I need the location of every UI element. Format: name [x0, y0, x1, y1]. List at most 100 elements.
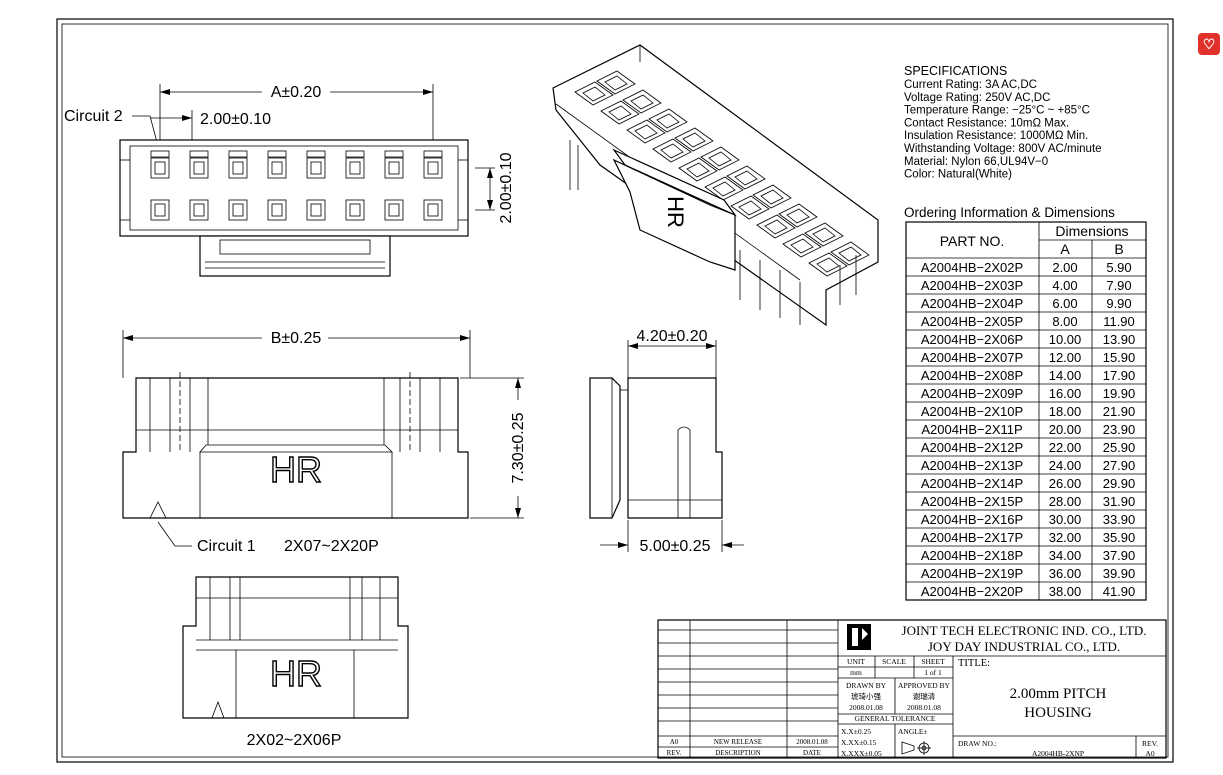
table-cell-a: 30.00: [1049, 512, 1082, 527]
table-cell-part: A2004HB−2X10P: [921, 404, 1023, 419]
small-view-ribs: [196, 577, 398, 641]
tolerance-2: X.XX±0.15: [841, 738, 877, 747]
dim-height-label: 7.30±0.25: [510, 412, 527, 483]
small-view-circuit-marker: [211, 700, 225, 719]
table-cell-part: A2004HB−2X14P: [921, 476, 1023, 491]
spec-line: Voltage Rating: 250V AC,DC: [904, 92, 1050, 104]
dim-b-arrow-right: [460, 335, 470, 341]
iso-cavity: [674, 127, 714, 152]
small-view-range: 2X02~2X06P: [247, 732, 342, 749]
cavity-inner: [349, 161, 361, 175]
cavity: [189, 157, 209, 179]
company-name-1: JOINT TECH ELECTRONIC IND. CO., LTD.: [902, 623, 1147, 638]
cavity-latch: [306, 150, 326, 158]
title-block: A0 NEW RELEASE 2008.01.08 REV. DESCRIPTI…: [657, 619, 1167, 759]
table-cell-b: 5.90: [1106, 260, 1131, 275]
dim-pitch-v-arrow2: [487, 200, 493, 210]
dim-end-bottom-arrow1: [618, 542, 628, 548]
col-a-header: A: [1060, 241, 1070, 257]
spec-line: Color: Natural(White): [904, 169, 1012, 181]
iso-cavity-inner: [764, 219, 788, 235]
table-cell-b: 33.90: [1103, 512, 1136, 527]
approved-by-label: APPROVED BY: [898, 681, 950, 690]
table-cell-a: 12.00: [1049, 350, 1082, 365]
desc-col-header: DESCRIPTION: [715, 749, 761, 757]
iso-cavity-inner: [838, 246, 862, 262]
side-view-body: [122, 377, 469, 519]
table-cell-part: A2004HB−2X19P: [921, 566, 1023, 581]
cavity: [384, 157, 404, 179]
spec-heading: SPECIFICATIONS: [904, 64, 1007, 78]
cavity-inner: [232, 161, 244, 175]
spec-line: Insulation Resistance: 1000MΩ Min.: [904, 130, 1088, 142]
iso-cavity: [778, 203, 818, 228]
cavity-inner: [154, 161, 166, 175]
table-cell-b: 31.90: [1103, 494, 1136, 509]
iso-view: HR: [552, 44, 879, 327]
dim-a-arrow-left: [160, 89, 170, 95]
iso-cavity-grid: [574, 70, 870, 277]
table-cell-b: 23.90: [1103, 422, 1136, 437]
scale-label: SCALE: [882, 657, 906, 666]
iso-body-outline: [552, 44, 879, 327]
table-cell-part: A2004HB−2X03P: [921, 278, 1023, 293]
table-cell-a: 38.00: [1049, 584, 1082, 599]
dim-height-arrow1: [515, 378, 521, 388]
side-view-face-top: [199, 444, 393, 453]
company-logo-icon: [847, 624, 871, 650]
ordering-heading: Ordering Information & Dimensions: [904, 205, 1115, 220]
table-cell-b: 17.90: [1103, 368, 1136, 383]
iso-cavity: [752, 184, 792, 209]
dim-end-bottom-label: 5.00±0.25: [639, 538, 710, 555]
cavity: [189, 199, 209, 221]
iso-cavity-inner: [816, 257, 840, 273]
iso-cavity-inner: [582, 86, 606, 102]
cavity-grid: [150, 150, 443, 221]
table-cell-part: A2004HB−2X05P: [921, 314, 1023, 329]
table-cell-part: A2004HB−2X02P: [921, 260, 1023, 275]
cavity: [150, 199, 170, 221]
cavity-latch: [267, 150, 287, 158]
dim-end-bottom-arrow2: [722, 542, 732, 548]
table-cell-a: 4.00: [1052, 278, 1077, 293]
iso-cavity: [808, 252, 848, 277]
spec-line: Withstanding Voltage: 800V AC/minute: [904, 143, 1102, 155]
iso-cavity-inner: [786, 208, 810, 224]
iso-cavity: [596, 70, 636, 95]
top-view-latch-slot: [219, 239, 371, 255]
date-col-header: DATE: [803, 749, 821, 757]
top-view: A±0.20 2.00±0.10 Circuit 2 2.00±0.10: [64, 82, 515, 277]
iso-cavity: [622, 89, 662, 114]
dim-a-label-bg: [262, 82, 330, 100]
table-cell-a: 36.00: [1049, 566, 1082, 581]
cavity: [150, 157, 170, 179]
side-view: B±0.25 HR 7.30±0.25 Circuit 1 2X07~2X20P: [122, 328, 528, 555]
iso-cavity: [574, 81, 614, 106]
table-cell-a: 2.00: [1052, 260, 1077, 275]
cavity-latch: [423, 150, 443, 158]
cavity-latch: [189, 150, 209, 158]
table-cell-part: A2004HB−2X15P: [921, 494, 1023, 509]
desc-entry: NEW RELEASE: [714, 738, 762, 746]
drawn-by-label: DRAWN BY: [846, 681, 887, 690]
iso-cavity-inner: [708, 151, 732, 167]
approved-by-name: 谢瑞清: [913, 691, 936, 701]
rev-label: REV.: [1142, 739, 1158, 748]
table-cell-b: 35.90: [1103, 530, 1136, 545]
iso-cavity-inner: [634, 124, 658, 140]
angle-label: ANGLE±: [898, 727, 928, 736]
table-cell-part: A2004HB−2X16P: [921, 512, 1023, 527]
table-cell-b: 7.90: [1106, 278, 1131, 293]
table-cell-b: 21.90: [1103, 404, 1136, 419]
cavity: [267, 199, 287, 221]
pdf-badge-icon[interactable]: ♡: [1198, 33, 1220, 55]
cavity: [228, 157, 248, 179]
table-cell-b: 9.90: [1106, 296, 1131, 311]
cavity: [267, 157, 287, 179]
draw-no-label: DRAW NO.:: [958, 739, 997, 748]
cavity-inner: [388, 203, 400, 217]
cavity: [345, 157, 365, 179]
table-cell-b: 13.90: [1103, 332, 1136, 347]
